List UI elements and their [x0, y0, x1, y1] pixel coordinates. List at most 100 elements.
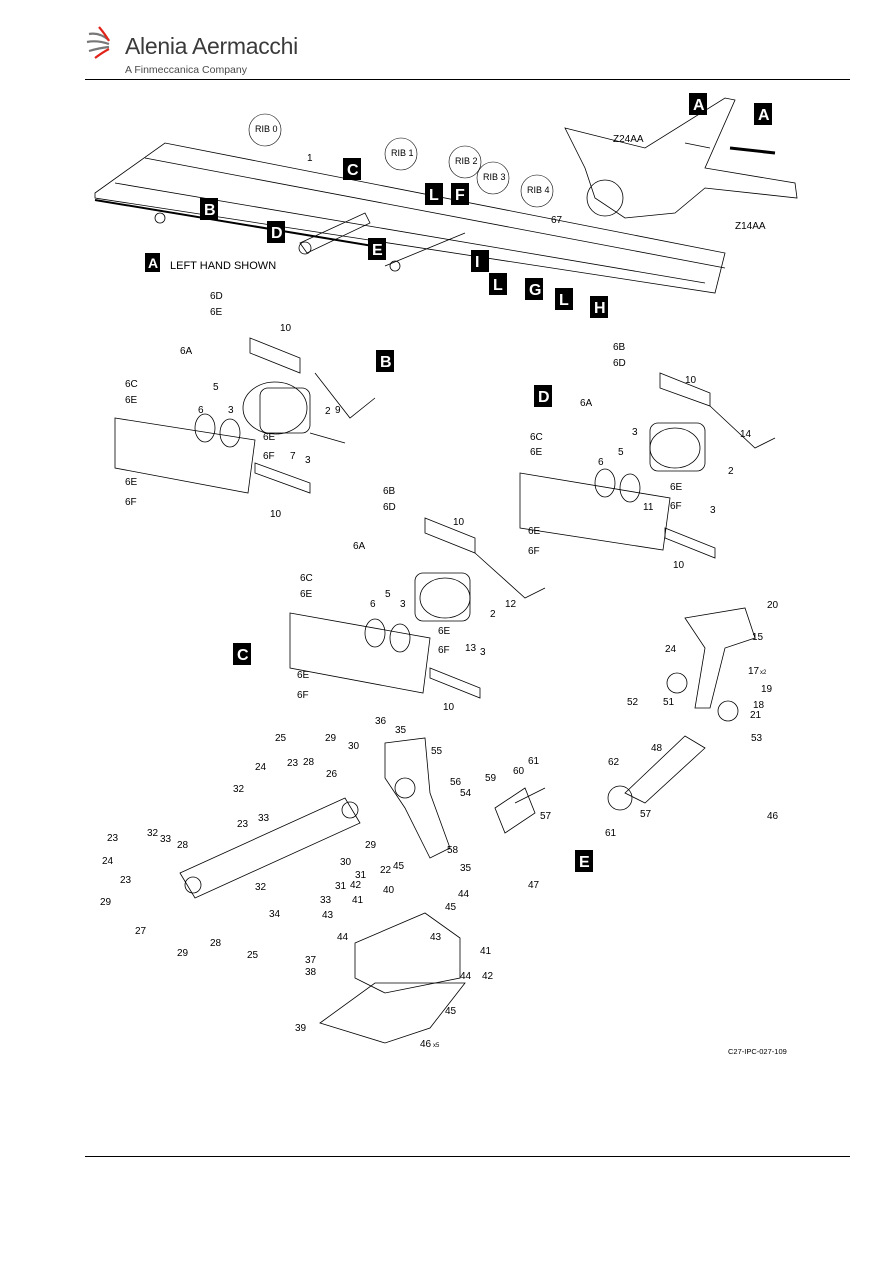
svg-text:57: 57: [640, 809, 652, 820]
svg-text:52: 52: [627, 697, 639, 708]
svg-text:I: I: [475, 254, 479, 271]
svg-text:62: 62: [608, 757, 620, 768]
svg-text:D: D: [271, 225, 283, 242]
svg-text:10: 10: [443, 702, 455, 713]
svg-text:10: 10: [280, 323, 292, 334]
svg-text:61: 61: [605, 828, 617, 839]
svg-text:37: 37: [305, 955, 317, 966]
svg-text:6A: 6A: [180, 346, 193, 357]
svg-text:12: 12: [505, 599, 517, 610]
svg-text:28: 28: [210, 938, 222, 949]
svg-text:2: 2: [490, 609, 496, 620]
header-rule: [85, 79, 850, 80]
svg-text:10: 10: [270, 509, 282, 520]
svg-text:A: A: [693, 97, 705, 114]
exploded-parts-illustration: A A B C D E F G H I L L L A B D C E LEFT…: [94, 93, 798, 1050]
svg-text:31: 31: [335, 881, 347, 892]
svg-text:RIB 4: RIB 4: [527, 185, 550, 195]
svg-text:56: 56: [450, 777, 462, 788]
svg-text:H: H: [594, 300, 606, 317]
svg-text:33: 33: [320, 895, 332, 906]
svg-text:6A: 6A: [353, 541, 366, 552]
svg-text:24: 24: [255, 762, 267, 773]
svg-text:RIB 2: RIB 2: [455, 156, 478, 166]
svg-text:1: 1: [307, 153, 313, 164]
svg-text:44: 44: [458, 889, 470, 900]
svg-text:41: 41: [352, 895, 364, 906]
svg-text:F: F: [455, 187, 465, 204]
svg-text:21: 21: [750, 710, 762, 721]
svg-text:24: 24: [665, 644, 677, 655]
svg-text:x5: x5: [433, 1043, 440, 1049]
view-letters: A A B C D E F G H I L L L A B D C E: [145, 93, 772, 872]
svg-text:29: 29: [325, 733, 337, 744]
svg-text:6F: 6F: [125, 497, 137, 508]
svg-text:17: 17: [748, 666, 760, 677]
svg-text:G: G: [529, 282, 541, 299]
svg-text:6D: 6D: [210, 291, 223, 302]
svg-text:33: 33: [160, 834, 172, 845]
svg-text:25: 25: [247, 950, 259, 961]
page-header: Alenia Aermacchi A Finmeccanica Company: [85, 20, 850, 82]
svg-text:C: C: [347, 162, 359, 179]
svg-text:E: E: [579, 854, 590, 871]
svg-text:2: 2: [325, 406, 331, 417]
svg-text:6E: 6E: [297, 670, 310, 681]
svg-text:C: C: [237, 647, 249, 664]
svg-text:3: 3: [480, 647, 486, 658]
svg-text:15: 15: [752, 632, 764, 643]
svg-text:43: 43: [430, 932, 442, 943]
svg-text:48: 48: [651, 743, 663, 754]
svg-text:32: 32: [147, 828, 159, 839]
svg-text:5: 5: [213, 382, 219, 393]
svg-text:6F: 6F: [438, 645, 450, 656]
svg-text:32: 32: [233, 784, 245, 795]
svg-text:L: L: [429, 187, 439, 204]
svg-text:45: 45: [445, 1006, 457, 1017]
svg-text:6F: 6F: [263, 451, 275, 462]
svg-text:30: 30: [340, 857, 352, 868]
svg-text:6E: 6E: [125, 477, 138, 488]
svg-text:6E: 6E: [210, 307, 223, 318]
svg-text:36: 36: [375, 716, 387, 727]
svg-text:6E: 6E: [125, 395, 138, 406]
svg-text:31: 31: [355, 870, 367, 881]
svg-text:6C: 6C: [125, 379, 138, 390]
svg-text:35: 35: [395, 725, 407, 736]
svg-text:6C: 6C: [300, 573, 313, 584]
svg-text:6E: 6E: [438, 626, 451, 637]
svg-text:11: 11: [643, 502, 654, 513]
svg-text:3: 3: [400, 599, 406, 610]
svg-text:6E: 6E: [263, 432, 276, 443]
svg-text:51: 51: [663, 697, 675, 708]
svg-text:60: 60: [513, 766, 525, 777]
svg-text:6C: 6C: [530, 432, 543, 443]
svg-text:RIB 1: RIB 1: [391, 148, 414, 158]
svg-text:26: 26: [326, 769, 338, 780]
svg-text:45: 45: [393, 861, 405, 872]
svg-text:25: 25: [275, 733, 287, 744]
figure-reference: C27-IPC-027-109: [728, 1047, 787, 1056]
svg-text:2: 2: [728, 466, 734, 477]
svg-text:42: 42: [482, 971, 494, 982]
svg-text:44: 44: [460, 971, 472, 982]
svg-text:42: 42: [350, 880, 362, 891]
svg-text:6: 6: [198, 405, 204, 416]
svg-text:13: 13: [465, 643, 477, 654]
svg-text:RIB 3: RIB 3: [483, 172, 506, 182]
svg-text:40: 40: [383, 885, 395, 896]
svg-text:24: 24: [102, 856, 114, 867]
svg-text:6A: 6A: [580, 398, 593, 409]
svg-text:3: 3: [305, 455, 311, 466]
svg-text:A: A: [758, 107, 770, 124]
svg-text:54: 54: [460, 788, 472, 799]
svg-text:6D: 6D: [613, 358, 626, 369]
svg-text:D: D: [538, 389, 550, 406]
svg-text:Z14AA: Z14AA: [735, 221, 766, 232]
svg-text:58: 58: [447, 845, 459, 856]
svg-text:B: B: [380, 354, 392, 371]
orientation-note: LEFT HAND SHOWN: [170, 260, 276, 272]
svg-text:L: L: [493, 277, 503, 294]
svg-text:5: 5: [618, 447, 624, 458]
svg-text:45: 45: [445, 902, 457, 913]
